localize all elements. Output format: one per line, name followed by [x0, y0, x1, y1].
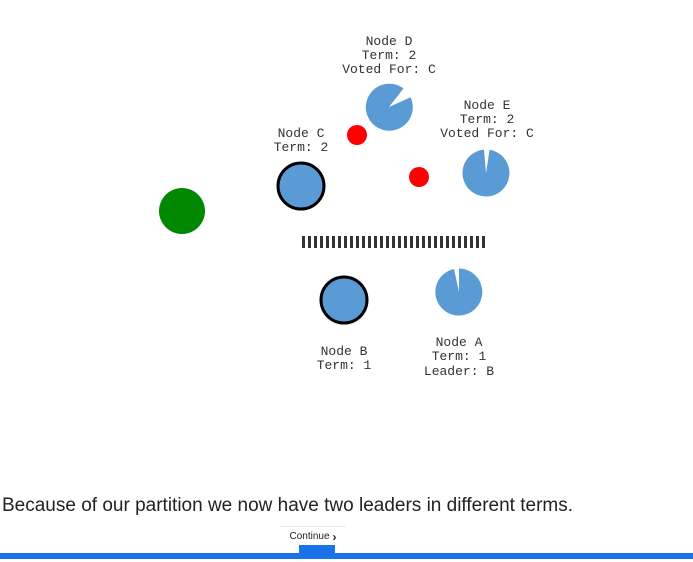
step-caption: Because of our partition we now have two… [2, 495, 574, 516]
node-c-circle [276, 161, 326, 211]
node-b-circle [319, 275, 369, 325]
node-a-circle [435, 268, 483, 316]
continue-label: Continue [289, 531, 330, 542]
node-d-circle [365, 83, 413, 131]
node-e-circle [462, 149, 510, 197]
node-d-name: Node D [366, 34, 413, 49]
node-b-name: Node B [321, 344, 368, 359]
continue-button[interactable]: Continue › [280, 526, 346, 546]
node-b-term: Term: 1 [317, 358, 372, 373]
node-a-name: Node A [436, 335, 483, 350]
node-d-voted-for: Voted For: C [342, 62, 436, 77]
progress-bar [0, 553, 693, 559]
node-c-term: Term: 2 [274, 140, 329, 155]
node-a-term: Term: 1 [432, 349, 487, 364]
node-d-term: Term: 2 [362, 48, 417, 63]
message-dot [409, 167, 429, 187]
message-dot [347, 125, 367, 145]
node-a-leader: Leader: B [424, 364, 494, 379]
node-c-name: Node C [278, 126, 325, 141]
node-e-voted-for: Voted For: C [440, 126, 534, 141]
client-node [159, 188, 205, 234]
node-e-term: Term: 2 [460, 112, 515, 127]
progress-indicator[interactable] [299, 545, 335, 557]
node-e-name: Node E [464, 98, 511, 113]
chevron-right-icon: › [332, 529, 337, 544]
